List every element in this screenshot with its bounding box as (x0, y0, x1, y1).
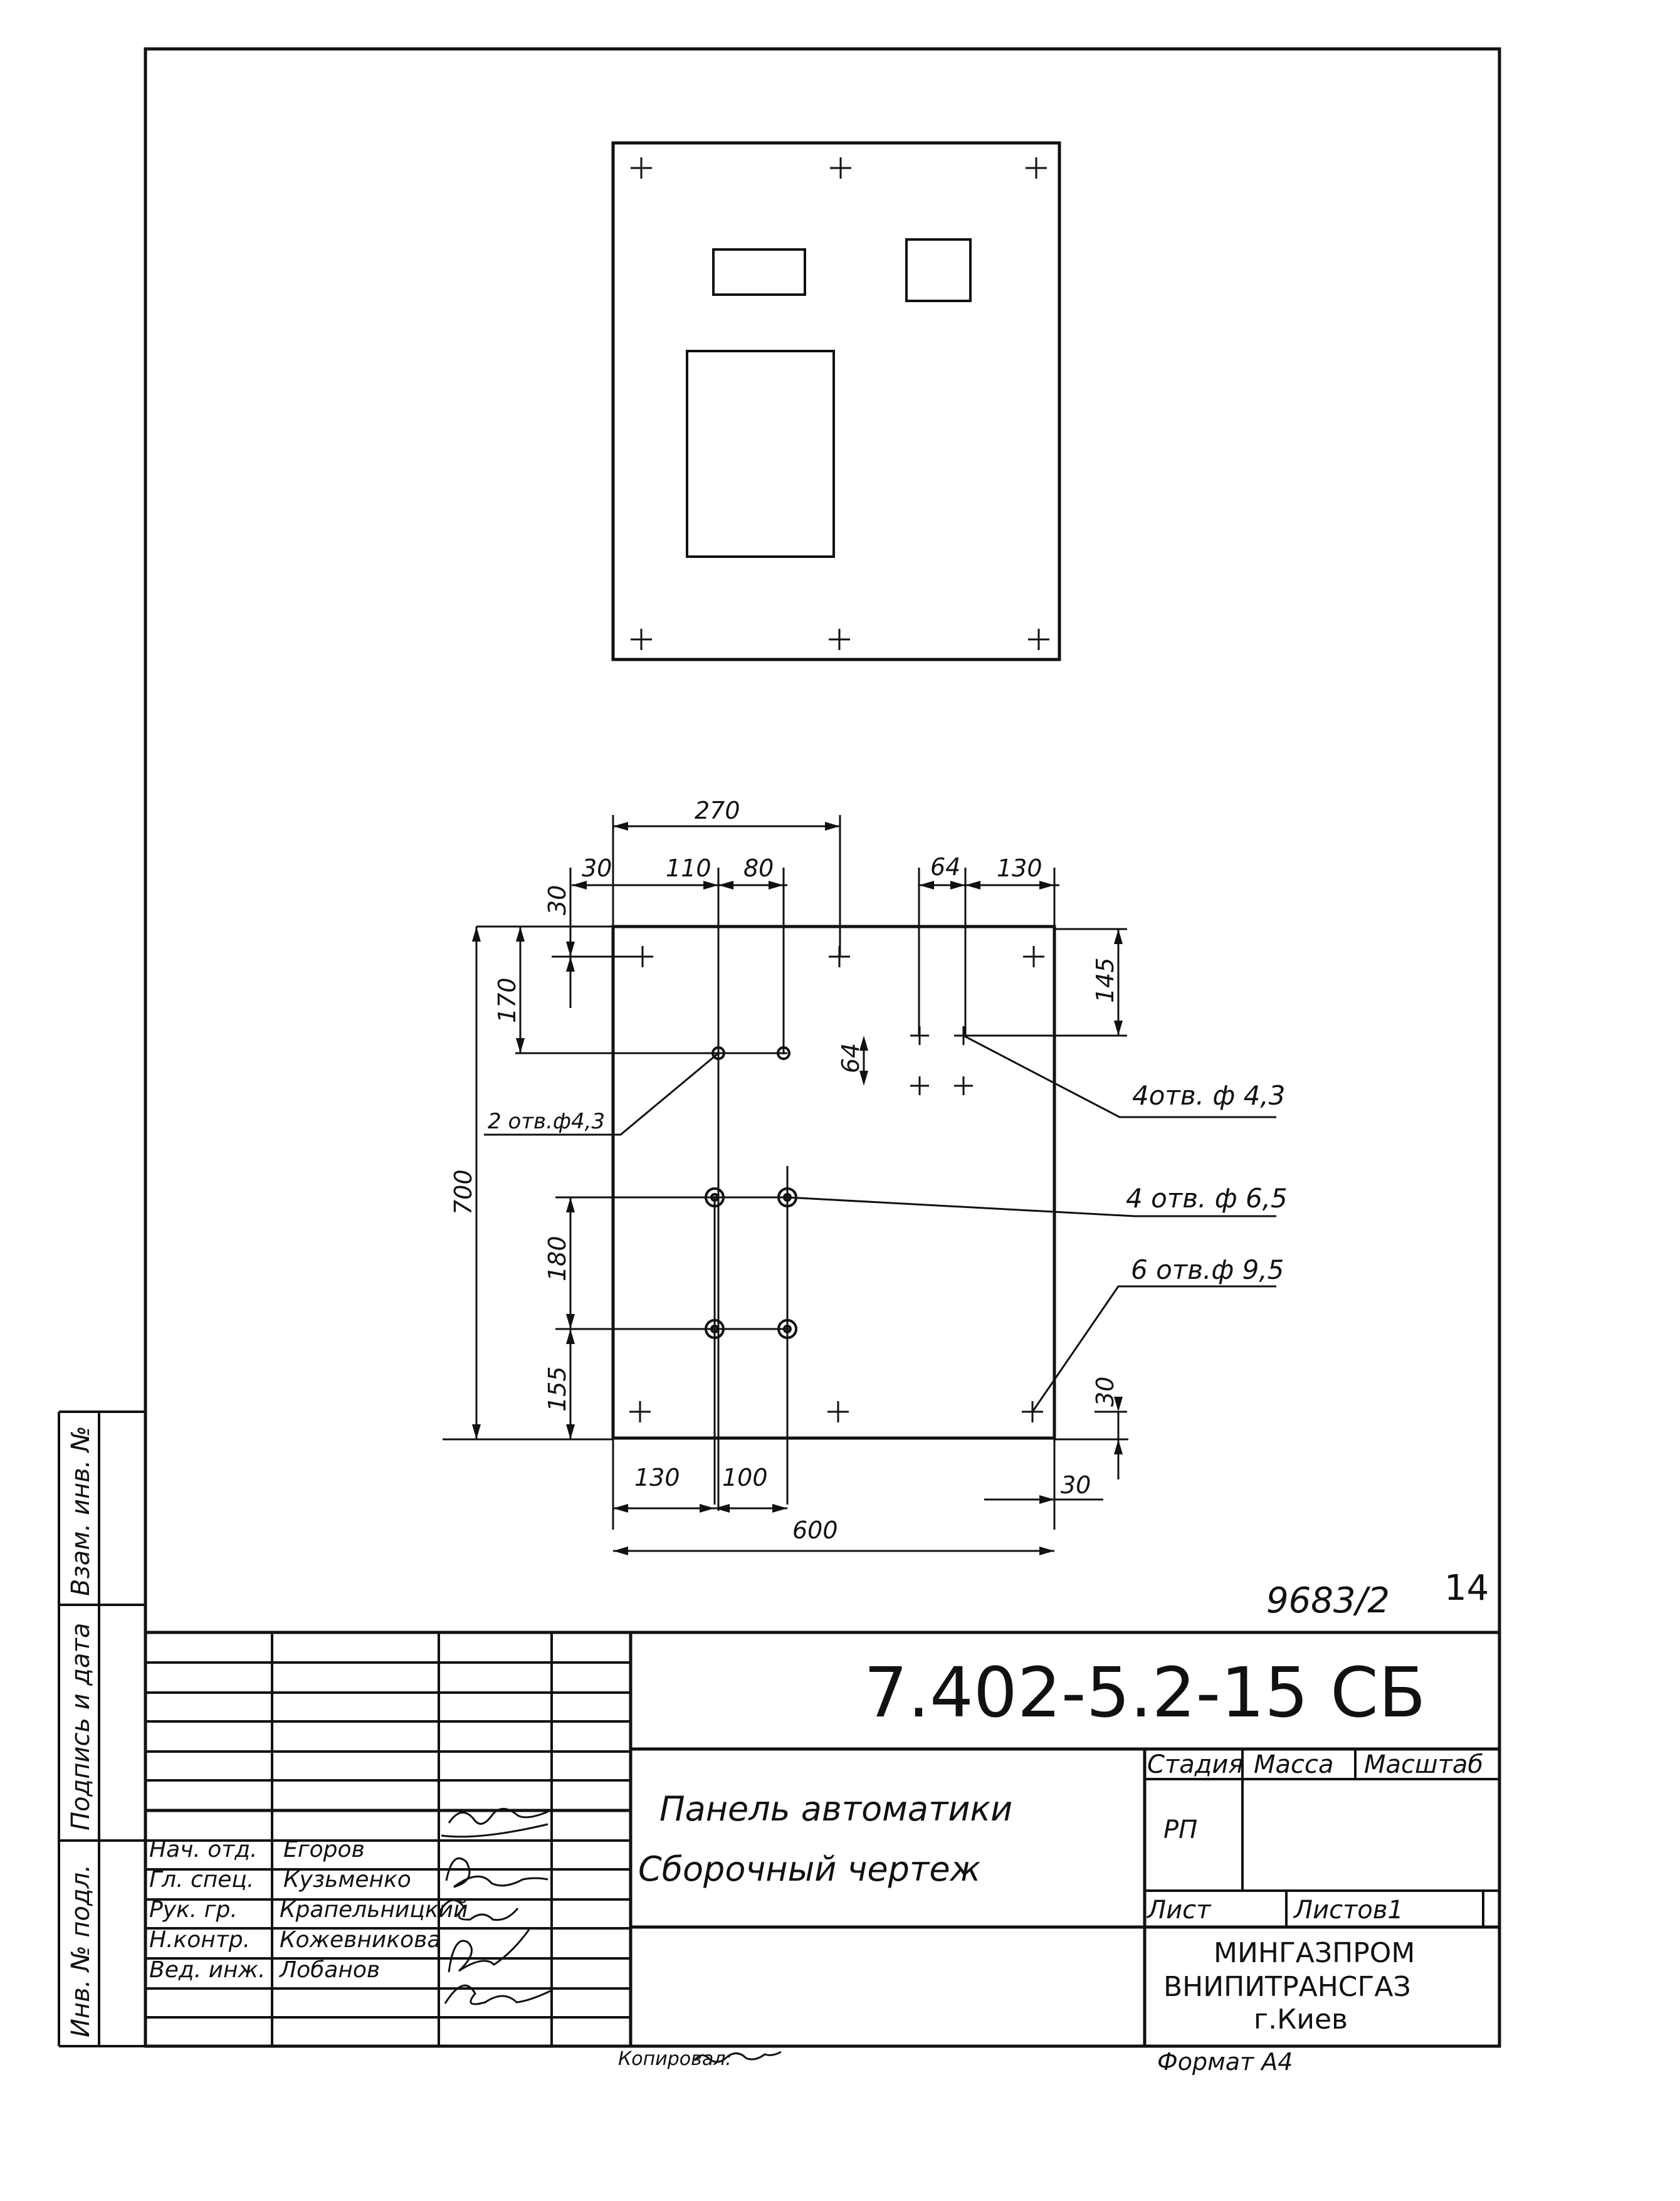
dim-130-bottom: 130 (634, 1464, 680, 1491)
dim-64-mid: 64 (837, 1043, 864, 1073)
title-line-2: Сборочный чертеж (638, 1849, 981, 1889)
leader-lines (484, 1034, 1276, 1412)
dim-180: 180 (543, 1236, 571, 1281)
side-stamp (58, 1410, 145, 2047)
dim-155: 155 (543, 1366, 571, 1412)
name-4: Кожевникова (280, 1927, 441, 1953)
side-stamp-labels: Инв. № подл. Подпись и дата Взам. инв. № (66, 1426, 95, 2037)
callout-4-holes-small: 4отв. ф 4,3 (1132, 1080, 1285, 1111)
copied-signature (693, 2051, 782, 2063)
dim-110: 110 (666, 854, 711, 882)
col-scale: Масштаб (1364, 1750, 1483, 1779)
title-line-1: Панель автоматики (659, 1789, 1012, 1829)
signatures (438, 1808, 551, 2005)
stage-value: РП (1163, 1815, 1197, 1844)
dim-700: 700 (449, 1169, 477, 1215)
role-1: Нач. отд. (149, 1837, 258, 1862)
dim-30-right: 30 (1091, 1377, 1119, 1407)
org-line-3: г.Киев (1254, 2004, 1348, 2036)
holes (705, 1046, 797, 1339)
cutout-small-left (712, 248, 806, 296)
col-mass: Масса (1254, 1750, 1334, 1779)
dim-30-top: 30 (582, 854, 612, 882)
dim-170: 170 (493, 977, 521, 1023)
dim-270: 270 (695, 797, 740, 824)
panel-view-dimensioned (443, 815, 1276, 1552)
dim-130-top: 130 (997, 854, 1042, 882)
role-5: Вед. инж. (149, 1957, 265, 1983)
dim-600: 600 (792, 1516, 838, 1544)
sheets-label: Листов1 (1293, 1896, 1404, 1925)
callout-2-holes: 2 отв.ф4,3 (488, 1109, 605, 1134)
dimension-lines (475, 825, 1120, 1552)
page-number: 14 (1444, 1568, 1489, 1609)
callout-4-holes-mid: 4 отв. ф 6,5 (1126, 1183, 1288, 1214)
col-stage: Стадия (1147, 1750, 1243, 1779)
drawing-designation: 7.402-5.2-15 СБ (864, 1652, 1425, 1733)
dim-80: 80 (743, 854, 774, 882)
hole-callouts: 2 отв.ф4,3 4отв. ф 4,3 4 отв. ф 6,5 6 от… (488, 1080, 1288, 1285)
name-2: Кузьменко (283, 1867, 411, 1893)
arrowheads (472, 822, 1123, 1555)
role-2: Гл. спец. (149, 1867, 254, 1893)
sheet-label: Лист (1146, 1896, 1212, 1925)
role-3: Рук. гр. (149, 1897, 238, 1923)
dim-100: 100 (722, 1464, 768, 1491)
copied-label: Копировал: (618, 2048, 732, 2070)
name-3: Крапельницкий (280, 1897, 468, 1923)
cutout-small-right (905, 238, 972, 302)
dim-30-left: 30 (543, 885, 571, 915)
panel-view-top (611, 141, 1061, 661)
org-line-1: МИНГАЗПРОМ (1214, 1937, 1415, 1969)
org-line-2: ВНИПИТРАНСГАЗ (1163, 1971, 1411, 2003)
callout-6-holes: 6 отв.ф 9,5 (1131, 1254, 1284, 1285)
cutout-large (686, 350, 835, 558)
drawing-frame (144, 47, 1501, 2048)
dim-145: 145 (1091, 957, 1119, 1003)
format-label: Формат А4 (1157, 2048, 1293, 2076)
side-inv-podl: Инв. № подл. (66, 1864, 95, 2037)
name-1: Егоров (283, 1837, 365, 1862)
dim-30-bottom: 30 (1061, 1471, 1091, 1499)
side-vzam-inv: Взам. инв. № (66, 1426, 95, 1596)
dimension-labels: 270 30 110 80 64 130 30 170 64 145 700 1… (449, 797, 1119, 1544)
dim-64-top: 64 (930, 853, 960, 881)
role-4: Н.контр. (149, 1927, 250, 1953)
sheet-id: 9683/2 (1266, 1580, 1390, 1621)
mounting-crosses-top (631, 157, 1049, 650)
signature-roles: Нач. отд. Егоров Гл. спец. Кузьменко Рук… (149, 1837, 468, 1983)
title-block (144, 1631, 1499, 2046)
side-podpis-data: Подпись и дата (66, 1623, 95, 1831)
name-5: Лобанов (278, 1957, 380, 1983)
